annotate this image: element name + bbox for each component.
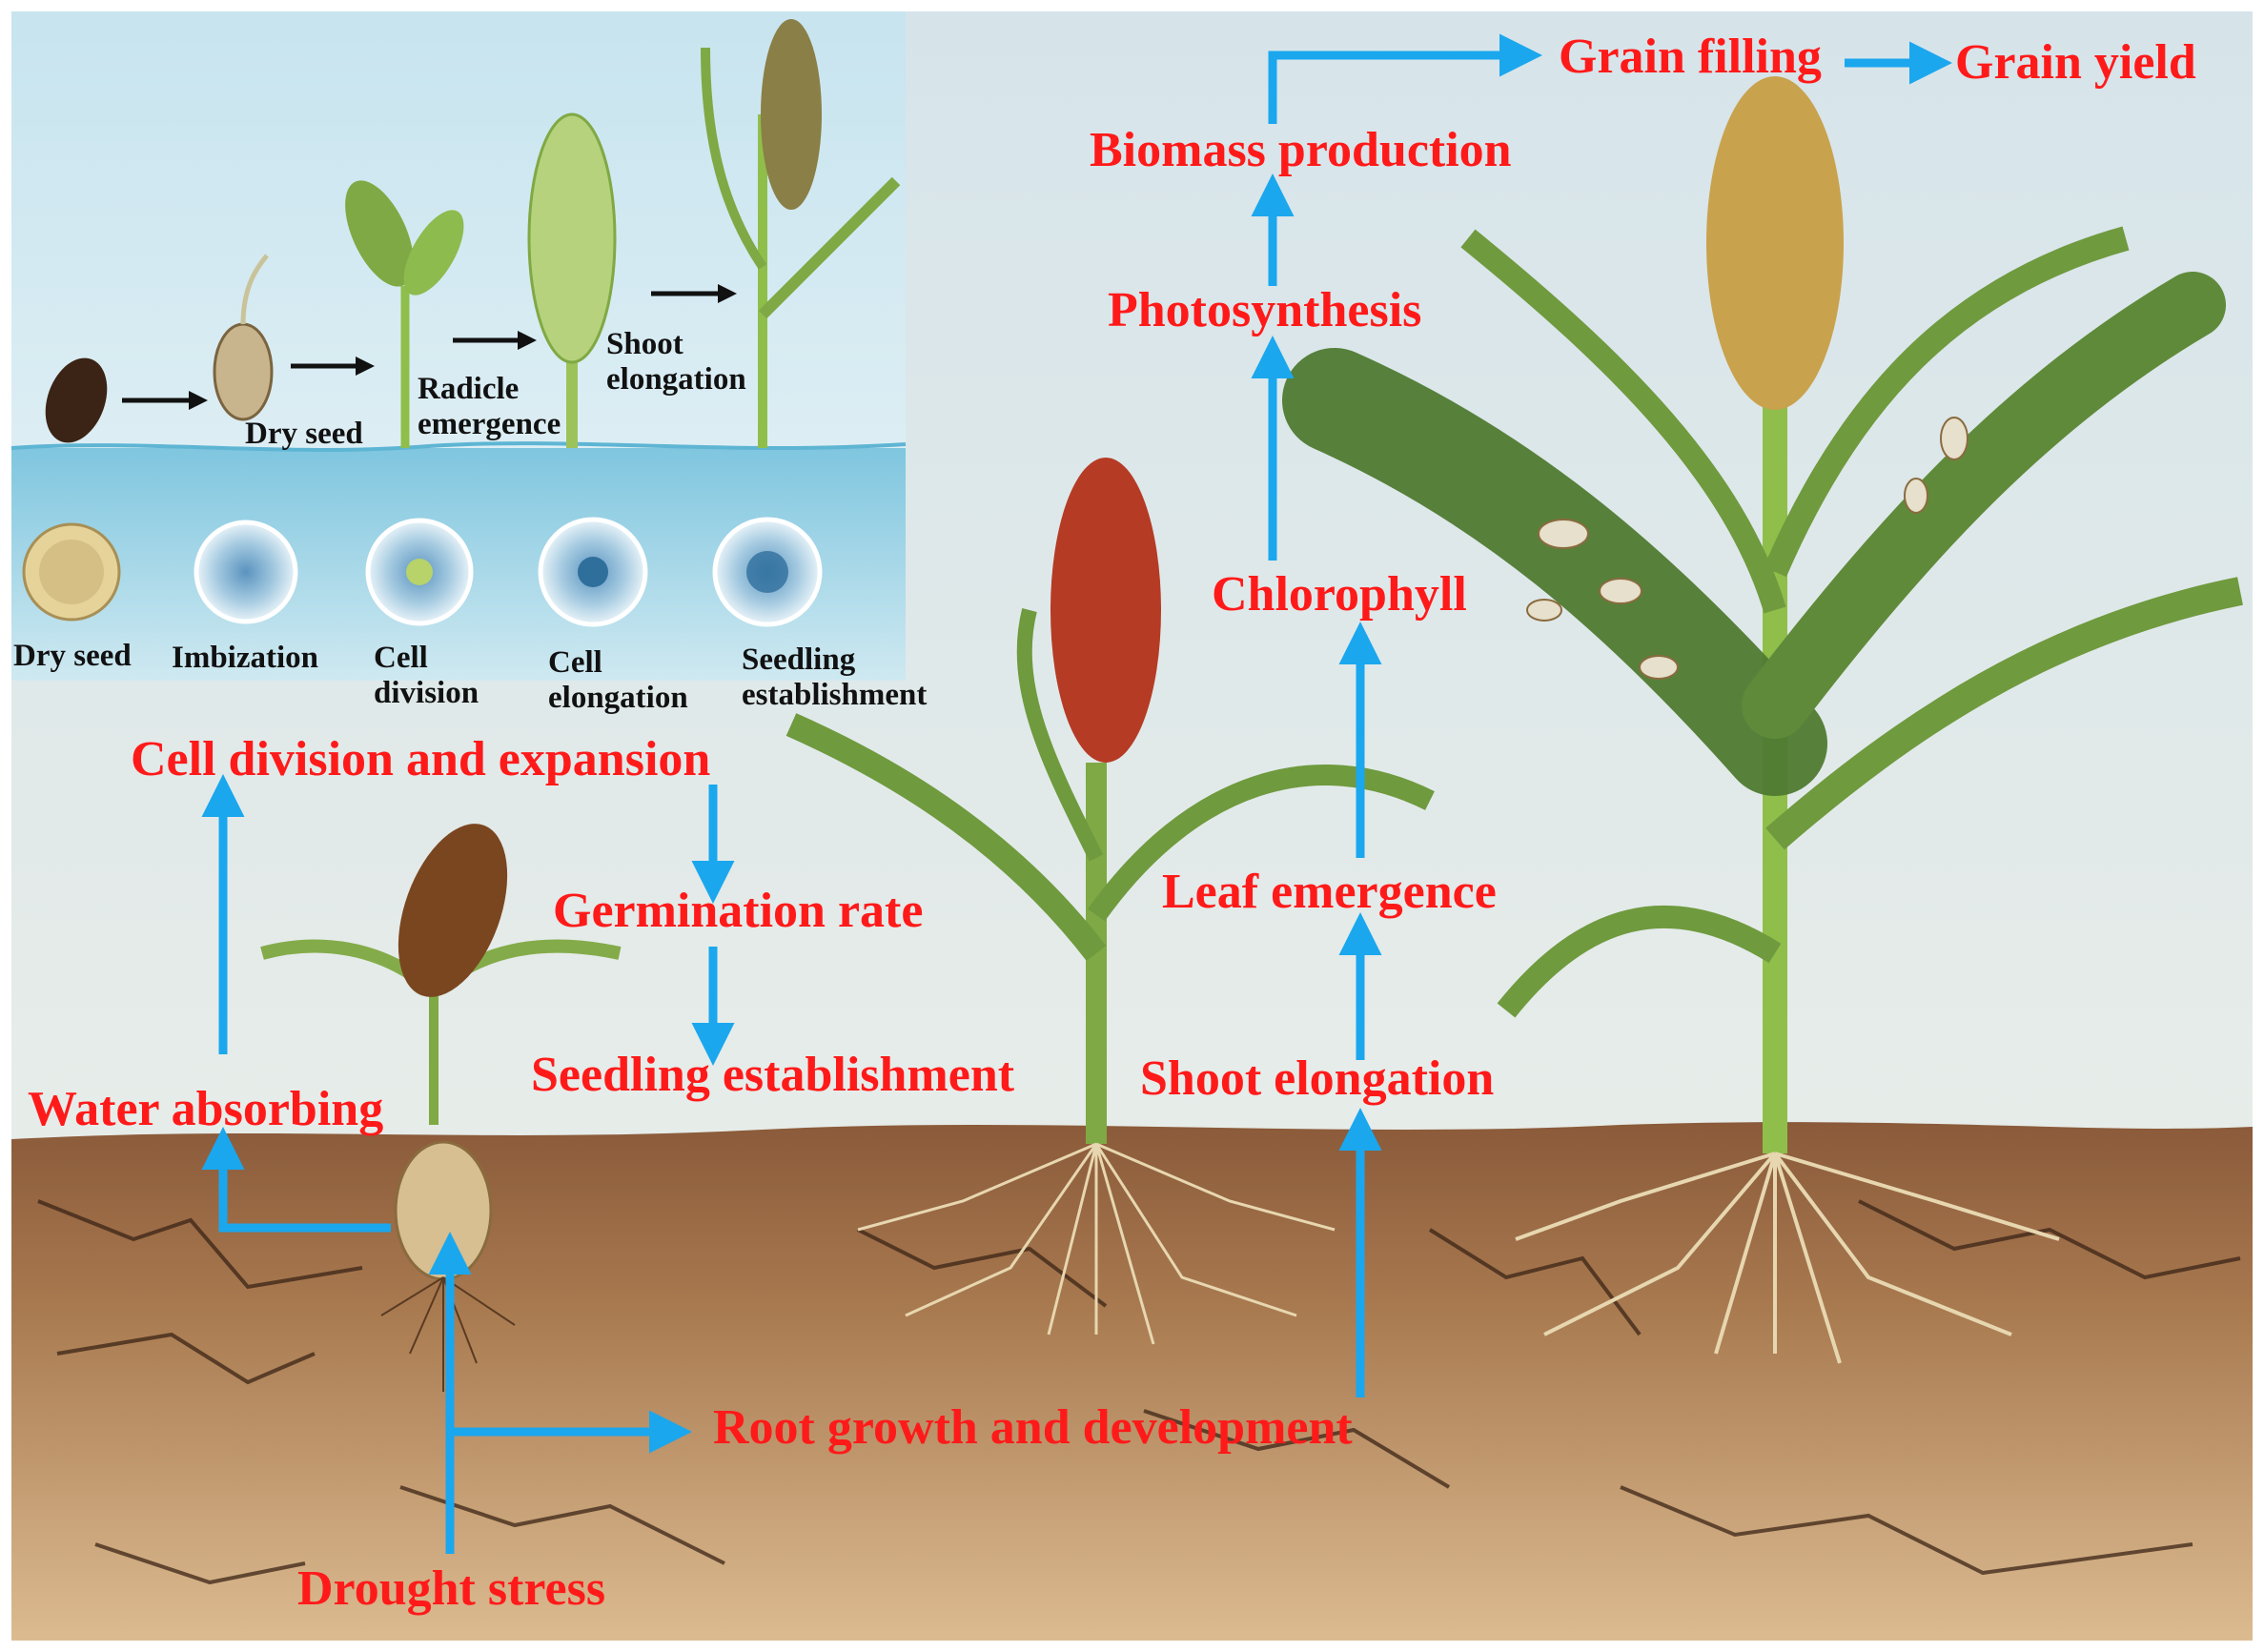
label-water-absorbing: Water absorbing — [28, 1085, 383, 1134]
cell-label-dry-seed: Dry seed — [13, 639, 132, 674]
label-chlorophyll: Chlorophyll — [1212, 570, 1467, 620]
label-shoot-elongation: Shoot elongation — [1140, 1054, 1494, 1104]
label-seedling-establishment: Seedling establishment — [531, 1050, 1014, 1100]
cell-label-division: Cell division — [374, 641, 479, 711]
label-germination-rate: Germination rate — [553, 887, 923, 936]
cell-label-seedling: Seedling establishment — [742, 642, 927, 713]
cell-label-imbization: Imbization — [172, 641, 318, 676]
inset-panel — [11, 11, 906, 681]
stage-label-shoot: Shoot elongation — [606, 327, 746, 398]
label-photosynthesis: Photosynthesis — [1108, 286, 1421, 336]
cell-label-elongation: Cell elongation — [548, 645, 688, 716]
label-leaf-emergence: Leaf emergence — [1162, 867, 1497, 917]
label-grain-yield: Grain yield — [1955, 38, 2196, 88]
label-root-growth: Root growth and development — [713, 1403, 1353, 1453]
label-biomass-production: Biomass production — [1090, 126, 1512, 175]
label-drought-stress: Drought stress — [297, 1564, 605, 1614]
stage-label-dry-seed: Dry seed — [245, 417, 363, 452]
label-grain-filling: Grain filling — [1559, 32, 1822, 82]
label-cell-division: Cell division and expansion — [131, 735, 710, 785]
stage-label-radicle: Radicle emergence — [418, 372, 561, 442]
